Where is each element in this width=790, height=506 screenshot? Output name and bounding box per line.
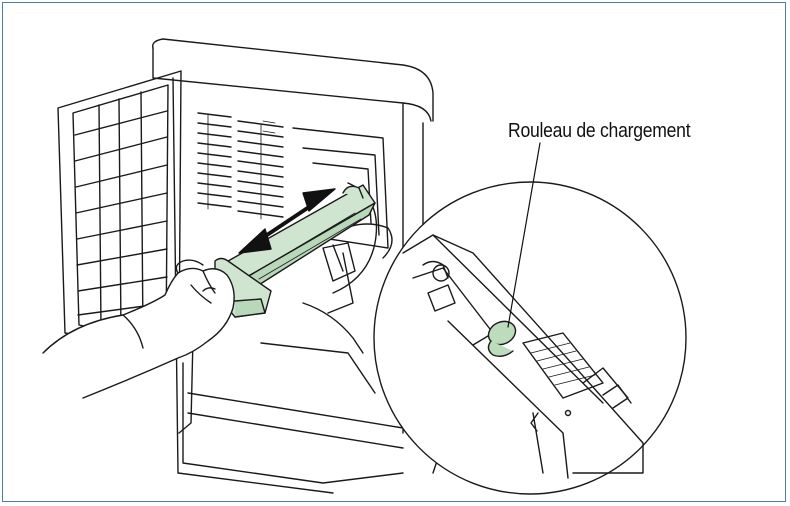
callout-label-charge-roller: Rouleau de chargement (508, 120, 691, 142)
ventilation-grille (197, 112, 284, 220)
callout-leader-line (507, 142, 541, 328)
printer-side-door (57, 70, 194, 434)
cartridge (214, 184, 376, 318)
charge-roller (487, 320, 517, 358)
detail-magnifier (373, 181, 687, 495)
printer-maintenance-illustration (42, 38, 687, 495)
printer-body (152, 38, 434, 494)
double-arrow (238, 188, 336, 254)
